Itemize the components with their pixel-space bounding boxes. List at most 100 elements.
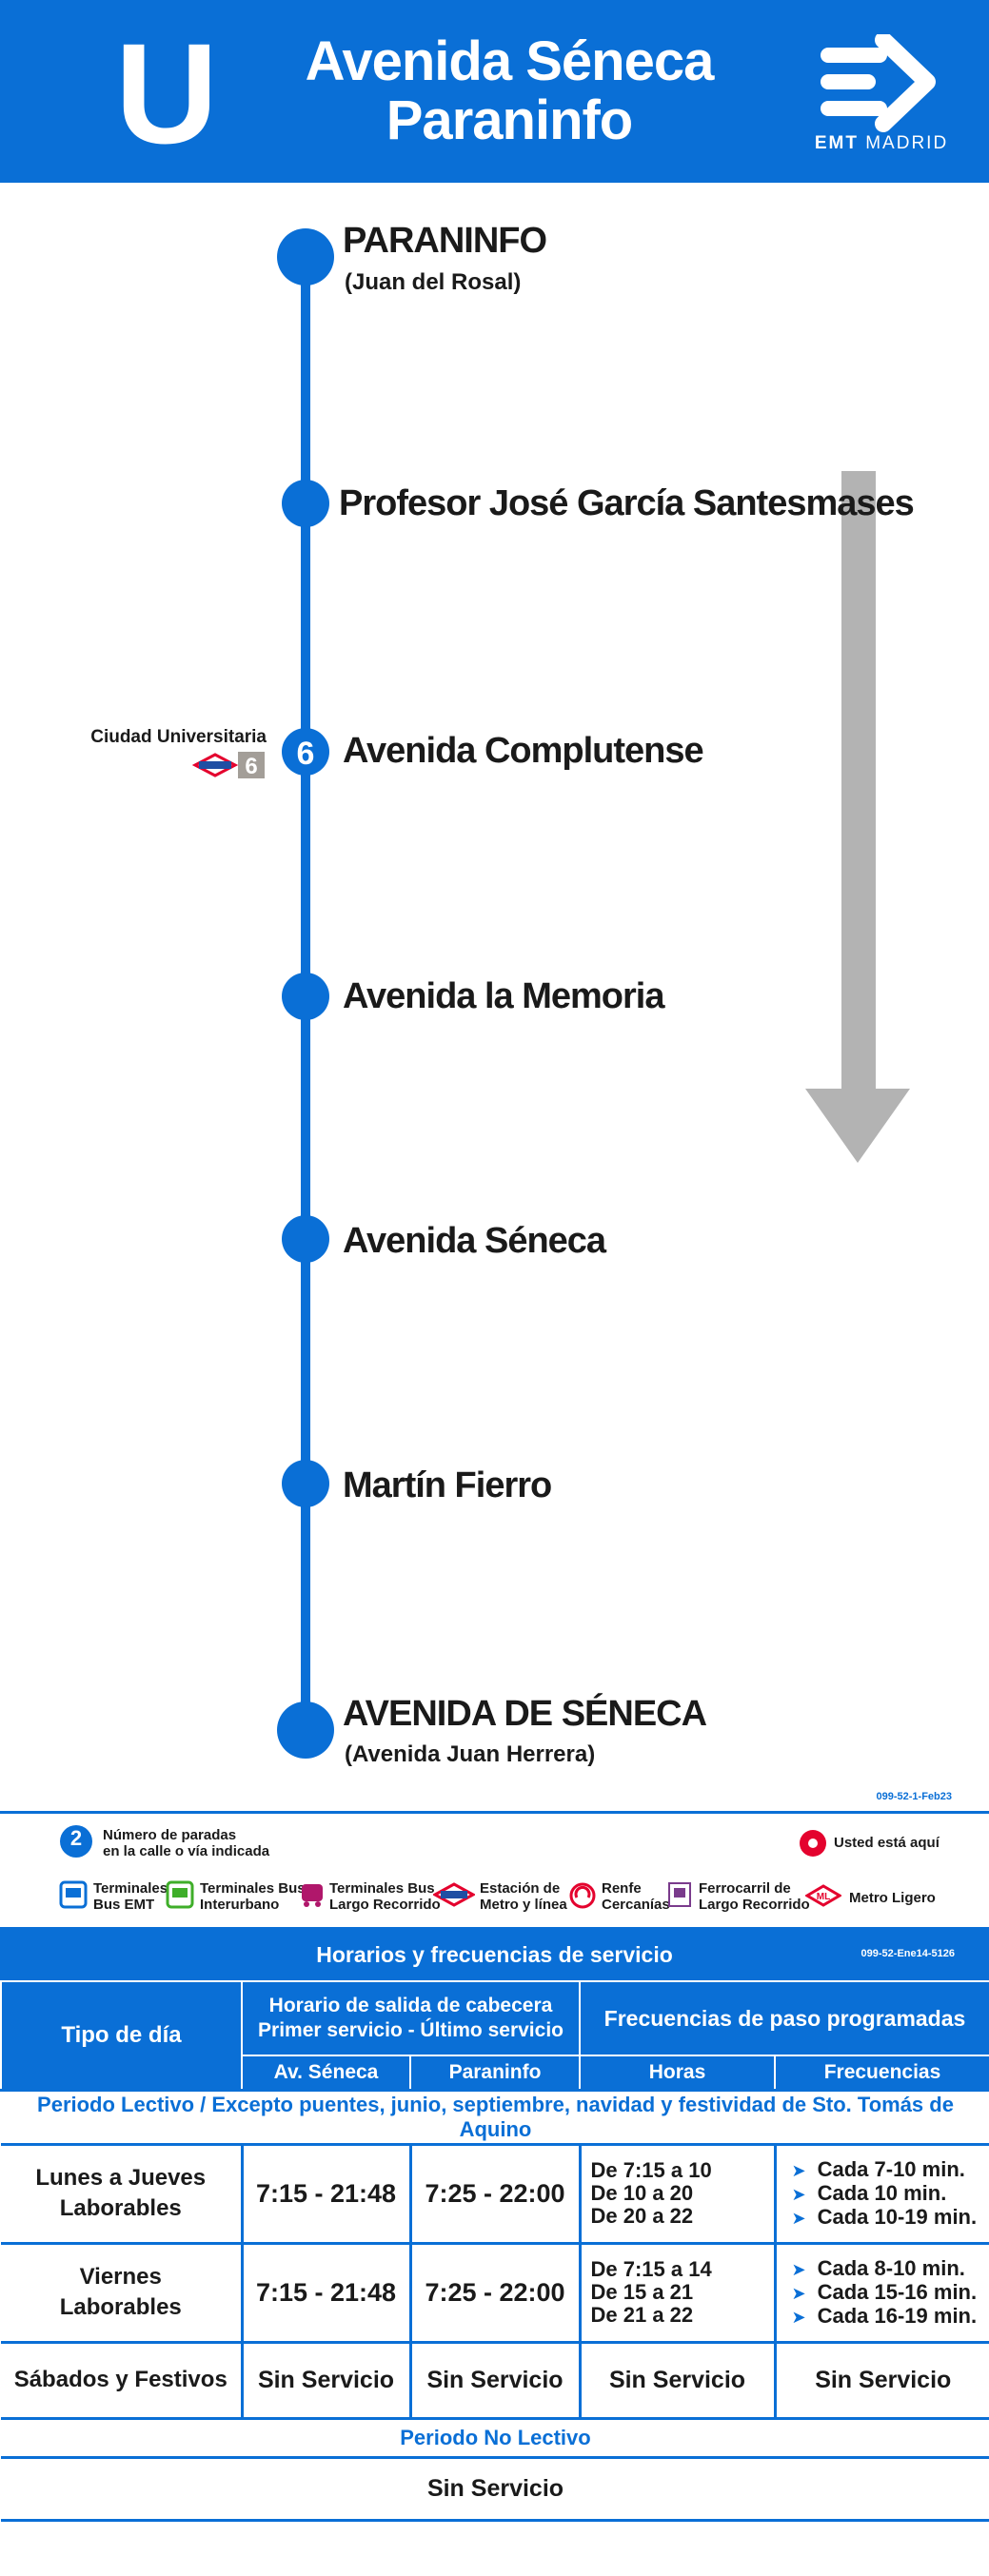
col-origin: Av. Séneca <box>241 2055 411 2091</box>
stop-name: AVENIDA DE SÉNECA <box>343 1694 707 1734</box>
col-destination: Paraninfo <box>409 2055 581 2091</box>
long-distance-rail-icon <box>668 1882 691 1907</box>
col-frequencies: Frecuencias de paso programadas <box>579 1980 989 2056</box>
stop-count-badge: 6 <box>297 736 315 772</box>
frequency-values: ➤Cada 8-10 min. ➤Cada 15-16 min. ➤Cada 1… <box>773 2241 989 2344</box>
col-departures-l1: Horario de salida de cabecera <box>268 1995 553 2016</box>
schedule-table: Horarios y frecuencias de servicio 099-5… <box>0 1927 989 2522</box>
legend-line: Interurbano <box>200 1897 280 1913</box>
brand-city: MADRID <box>865 133 949 153</box>
day-type-l2: Laborables <box>59 2195 182 2221</box>
interurban-bus-icon <box>166 1880 194 1909</box>
legend-line: Largo Recorrido <box>699 1897 810 1913</box>
col-day-type: Tipo de día <box>0 1980 243 2091</box>
frequency-item: ➤Cada 16-19 min. <box>791 2304 989 2329</box>
stop-marker <box>282 480 329 527</box>
hour-range: De 10 a 20 <box>590 2181 694 2205</box>
stop-marker <box>282 973 329 1020</box>
route-header: U Avenida Séneca Paraninfo EMT MADRID <box>0 0 989 183</box>
stop-marker-terminal <box>277 228 334 285</box>
route-diagram: 6 6 <box>191 228 910 1759</box>
day-type: Sábados y Festivos <box>1 2340 244 2420</box>
direction-arrow-icon <box>805 471 910 1163</box>
col-departures-l2: Primer servicio - Último servicio <box>258 2019 564 2041</box>
stop-subtitle: (Juan del Rosal) <box>345 269 522 295</box>
route-title-destination: Paraninfo <box>386 89 634 151</box>
legend-line: en la calle o vía indicada <box>103 1843 270 1859</box>
metro-line-badge <box>238 752 265 778</box>
you-are-here-label: Usted está aquí <box>834 1835 940 1851</box>
stop-name: Avenida Séneca <box>343 1221 606 1261</box>
day-type-l2: Laborables <box>59 2294 182 2320</box>
line-identifier: U <box>114 13 219 173</box>
destination-times: Sin Servicio <box>408 2340 582 2420</box>
legend-line: Bus EMT <box>93 1897 155 1913</box>
stop-subtitle: (Avenida Juan Herrera) <box>345 1741 596 1767</box>
frequency-values: ➤Cada 7-10 min. ➤Cada 10 min. ➤Cada 10-1… <box>773 2142 989 2245</box>
legend-line: Cercanías <box>602 1897 670 1913</box>
stop-name: Avenida Complutense <box>343 731 704 771</box>
destination-times: 7:25 - 22:00 <box>408 2241 582 2344</box>
legend-line: Estación de <box>480 1880 561 1897</box>
legend-line: Número de paradas <box>103 1827 237 1843</box>
schedule-title: Horarios y frecuencias de servicio <box>316 1942 673 1967</box>
frequency-text: Cada 8-10 min. <box>817 2255 965 2280</box>
frequency-item: ➤ Cada 15-16 min. <box>791 2279 989 2305</box>
stop-name: Avenida la Memoria <box>343 976 664 1016</box>
legend-line: Ferrocarril de <box>699 1880 791 1897</box>
emt-logo-icon <box>821 34 936 132</box>
period-heading: Periodo Lectivo / Excepto puentes, junio… <box>1 2088 989 2146</box>
legend-line: Renfe <box>602 1880 642 1897</box>
frequency-item: ➤Cada 10 min. <box>792 2181 989 2206</box>
col-hours: Horas <box>579 2055 776 2091</box>
frequency-item: ➤Cada 8-10 min. <box>792 2255 989 2281</box>
frequency-text: Cada 15-16 min. <box>817 2279 978 2304</box>
period-heading: Periodo No Lectivo <box>1 2416 989 2459</box>
frequency-values: Sin Servicio <box>773 2340 989 2420</box>
you-are-here-icon <box>800 1830 826 1857</box>
hour-ranges: De 7:15 a 10 De 10 a 20 De 20 a 22 <box>578 2142 777 2245</box>
frequency-text: Cada 10-19 min. <box>817 2204 978 2229</box>
brand-name: EMT <box>814 133 859 153</box>
stop-name: Martín Fierro <box>343 1465 552 1505</box>
frequency-text: Cada 7-10 min. <box>817 2156 965 2181</box>
schedule-code: 099-52-Ene14-5126 <box>860 1948 955 1959</box>
metro-line-number: 6 <box>245 754 257 779</box>
schedule-title-bar: Horarios y frecuencias de servicio 099-5… <box>0 1927 989 1980</box>
day-type-l1: Viernes <box>79 2264 162 2290</box>
hour-range: De 20 a 22 <box>590 2204 694 2228</box>
arrow-right-icon: ➤ <box>791 2283 806 2303</box>
route-title: Avenida Séneca Paraninfo <box>295 32 723 150</box>
svg-text:ML: ML <box>817 1892 830 1902</box>
legend-stops-label: Número de paradas en la calle o vía indi… <box>103 1827 269 1859</box>
legend-item: Metro Ligero <box>849 1890 936 1906</box>
legend-line: Terminales Bus <box>200 1880 306 1897</box>
arrow-right-icon: ➤ <box>791 2160 806 2180</box>
arrow-right-icon: ➤ <box>791 2307 806 2327</box>
metro-station-icon <box>433 1882 475 1907</box>
metro-ligero-icon: ML <box>805 1884 841 1907</box>
hour-range: De 21 a 22 <box>590 2303 694 2327</box>
schedule-grid: Tipo de día Horario de salida de cabecer… <box>0 1980 989 2522</box>
destination-times: 7:25 - 22:00 <box>408 2142 582 2245</box>
hour-range: De 7:15 a 10 <box>590 2158 712 2182</box>
table-row: Sábados y Festivos Sin Servicio Sin Serv… <box>1 2340 989 2420</box>
col-freqs: Frecuencias <box>774 2055 989 2091</box>
connection-station: Ciudad Universitaria <box>90 727 267 747</box>
period-value: Sin Servicio <box>1 2455 989 2522</box>
stop-name: Profesor José García Santesmases <box>339 483 915 523</box>
legend-line: Terminales <box>93 1880 168 1897</box>
renfe-cercanias-icon <box>569 1882 596 1909</box>
emt-bus-terminal-icon <box>59 1880 88 1909</box>
emt-brand-text: EMT MADRID <box>805 133 958 154</box>
stop-marker <box>282 1215 329 1263</box>
legend-line: Largo Recorrido <box>329 1897 441 1913</box>
legend-line: Terminales Bus <box>329 1880 435 1897</box>
